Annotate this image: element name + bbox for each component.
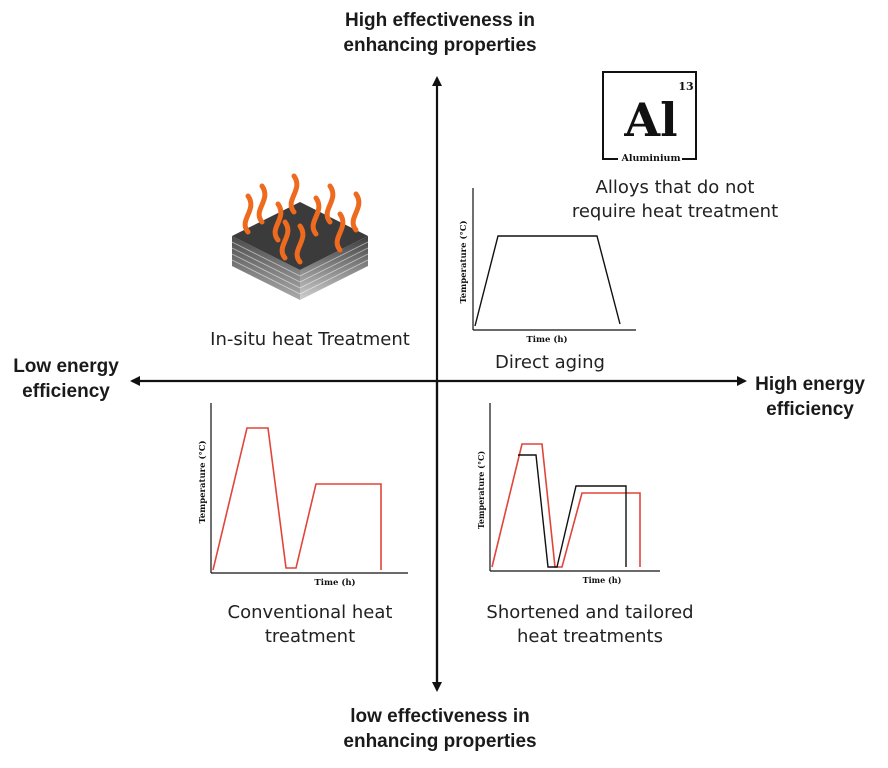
left-axis-label-line1: Low energy (13, 356, 119, 377)
bottom-axis-label-line2: enhancing properties (343, 731, 537, 752)
top-axis-label-line2: enhancing properties (343, 35, 537, 56)
bottom-axis-label: low effectiveness in enhancing propertie… (300, 704, 580, 754)
element-atomic-number: 13 (678, 80, 693, 93)
conventional-profile (212, 427, 382, 571)
aluminium-element-icon: 13 Al Aluminium (602, 71, 697, 164)
graph-xlabel: Time (h) (314, 577, 355, 588)
conventional-caption-line1: Conventional heat (227, 602, 393, 623)
graph-ylabel: Temperature (°C) (458, 220, 469, 303)
right-axis-label-line2: efficiency (766, 399, 854, 420)
conventional-caption-line2: treatment (264, 626, 356, 647)
conventional-caption: Conventional heat treatment (180, 601, 440, 649)
direct-aging-caption: Direct aging (495, 352, 605, 373)
direct-aging-profile (474, 235, 621, 327)
graph-ylabel: Temperature (°C) (197, 440, 208, 523)
left-axis-label: Low energy efficiency (0, 354, 132, 404)
tailored-profile-red (491, 443, 641, 568)
direct-aging-graph: Temperature (°C) Time (h) (458, 188, 636, 345)
left-axis-label-line2: efficiency (22, 381, 110, 402)
alloys-caption: Alloys that do not require heat treatmen… (540, 176, 810, 224)
alloys-caption-line2: require heat treatment (571, 201, 779, 222)
shortened-caption: Shortened and tailored heat treatments (460, 601, 720, 649)
graph-xlabel: Time (h) (526, 334, 567, 345)
top-axis-label: High effectiveness in enhancing properti… (300, 8, 580, 58)
tailored-profile-black (518, 454, 627, 568)
shortened-tailored-graph: Temperature (°C) Time (h) (476, 403, 660, 585)
element-symbol: Al (623, 93, 677, 147)
top-axis-label-line1: High effectiveness in (344, 10, 536, 31)
element-name: Aluminium (620, 153, 680, 164)
in-situ-caption: In-situ heat Treatment (210, 329, 410, 350)
shortened-caption-line2: heat treatments (517, 626, 663, 647)
bottom-axis-label-line1: low effectiveness in (350, 706, 530, 727)
right-axis-label-line1: High energy (755, 374, 865, 395)
shortened-caption-line1: Shortened and tailored (486, 602, 694, 623)
conventional-heat-treatment-graph: Temperature (°C) Time (h) (197, 403, 408, 588)
heated-block-icon (231, 173, 369, 300)
right-axis-label: High energy efficiency (740, 372, 880, 422)
graph-xlabel: Time (h) (583, 575, 622, 585)
alloys-caption-line1: Alloys that do not (595, 177, 755, 198)
graph-ylabel: Temperature (°C) (476, 451, 486, 529)
